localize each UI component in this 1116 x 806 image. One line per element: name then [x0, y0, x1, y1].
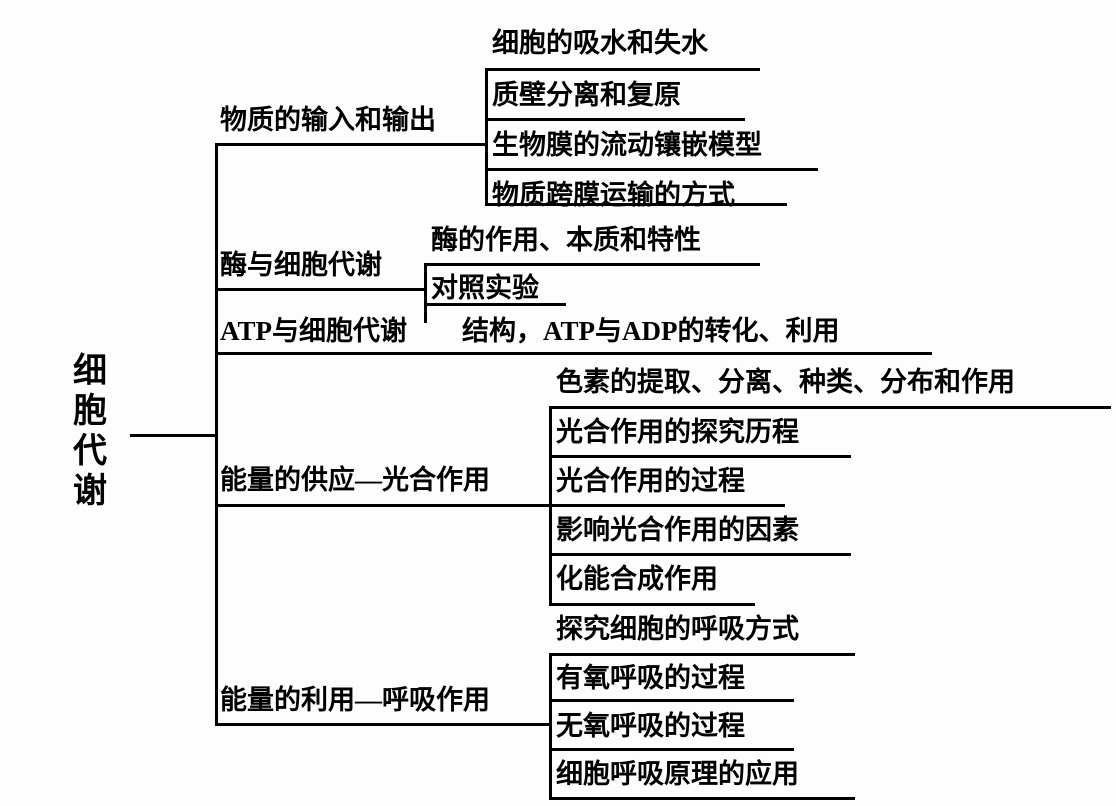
branch-label-b2: 酶与细胞代谢	[220, 250, 382, 280]
branch-label-b1: 物质的输入和输出	[220, 105, 436, 135]
leaf-label-b1-1: 质壁分离和复原	[492, 80, 681, 110]
leaf-label-b4-0: 色素的提取、分离、种类、分布和作用	[556, 367, 1015, 397]
leaf-underline-b1-1	[485, 118, 745, 121]
branch-underline-b4	[215, 504, 552, 507]
leaf-underline-b2-0	[424, 263, 760, 266]
leaf-underline-b5-1	[549, 699, 794, 702]
leaf-label-b4-4: 化能合成作用	[556, 564, 718, 594]
leaf-underline-b4-0	[549, 406, 1111, 409]
branch-label-b3: ATP与细胞代谢	[220, 316, 407, 346]
leaf-underline-b5-3	[549, 797, 855, 800]
leaf-underline-b4-2	[549, 504, 785, 507]
branch-underline-b1	[215, 143, 487, 146]
leaf-underline-b5-2	[549, 748, 794, 751]
leaf-underline-b4-4	[549, 603, 755, 606]
leaf-underline-b1-0	[485, 68, 760, 71]
branch-label-b5: 能量的利用—呼吸作用	[220, 685, 490, 715]
branch-underline-b5	[215, 723, 552, 726]
leaf-underline-b5-0	[549, 653, 855, 656]
branch-label-b4: 能量的供应—光合作用	[220, 465, 490, 495]
subspine-b1	[485, 68, 488, 203]
leaf-label-b2-1: 对照实验	[431, 273, 539, 303]
leaf-underline-b1-2	[485, 168, 818, 171]
branch-underline-b3	[215, 352, 932, 355]
leaf-label-b2-0: 酶的作用、本质和特性	[431, 225, 701, 255]
root-node-label: 细 胞 代 谢	[73, 353, 107, 510]
subspine-b5	[549, 653, 552, 800]
branch-inline-detail-b3: 结构，ATP与ADP的转化、利用	[462, 316, 840, 346]
leaf-underline-b1-3	[485, 203, 787, 206]
leaf-label-b5-3: 细胞呼吸原理的应用	[556, 759, 799, 789]
branch-underline-b2	[215, 288, 426, 291]
leaf-label-b1-0: 细胞的吸水和失水	[492, 28, 708, 58]
leaf-underline-b4-3	[549, 553, 851, 556]
leaf-label-b1-2: 生物膜的流动镶嵌模型	[492, 130, 762, 160]
leaf-label-b4-2: 光合作用的过程	[556, 466, 745, 496]
root-connector-line	[130, 434, 218, 437]
leaf-label-b5-0: 探究细胞的呼吸方式	[556, 614, 799, 644]
leaf-label-b5-2: 无氧呼吸的过程	[556, 711, 745, 741]
leaf-label-b5-1: 有氧呼吸的过程	[556, 663, 745, 693]
subspine-b2	[424, 263, 427, 323]
leaf-label-b4-1: 光合作用的探究历程	[556, 417, 799, 447]
leaf-label-b4-3: 影响光合作用的因素	[556, 515, 799, 545]
leaf-underline-b4-1	[549, 455, 851, 458]
main-spine-line	[215, 143, 218, 725]
leaf-underline-b2-1	[424, 303, 566, 306]
